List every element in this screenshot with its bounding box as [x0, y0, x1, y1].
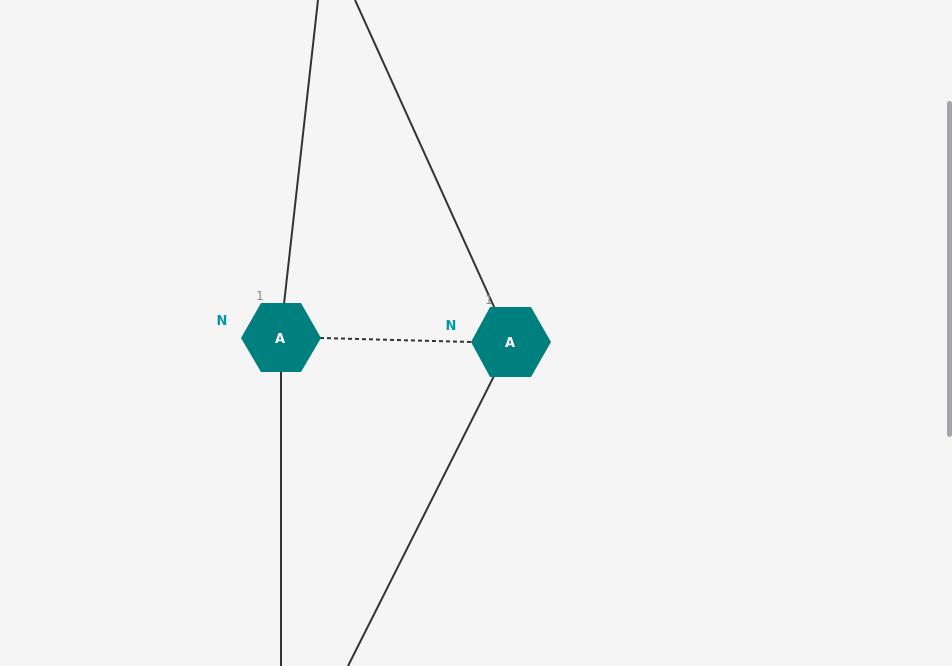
- edge-left-to-top[interactable]: [283, 0, 319, 305]
- edge-dashed-left-to-right[interactable]: [319, 337, 473, 343]
- cardinality-right-one: 1: [485, 293, 493, 307]
- vertical-scrollbar[interactable]: [946, 0, 952, 666]
- cardinality-right-many: N: [446, 319, 457, 334]
- node-right[interactable]: A: [471, 307, 551, 377]
- edge-right-to-top[interactable]: [354, 0, 496, 310]
- node-right-label: A: [505, 336, 515, 351]
- node-left-hexagon: [241, 303, 321, 372]
- vertical-scrollbar-thumb[interactable]: [947, 101, 952, 437]
- edge-right-to-bottom[interactable]: [347, 375, 495, 666]
- cardinality-left-many: N: [217, 314, 228, 329]
- cardinality-left-one: 1: [256, 289, 264, 303]
- node-left-label: A: [275, 332, 285, 347]
- node-left[interactable]: A: [241, 303, 321, 372]
- node-right-hexagon: [471, 307, 551, 377]
